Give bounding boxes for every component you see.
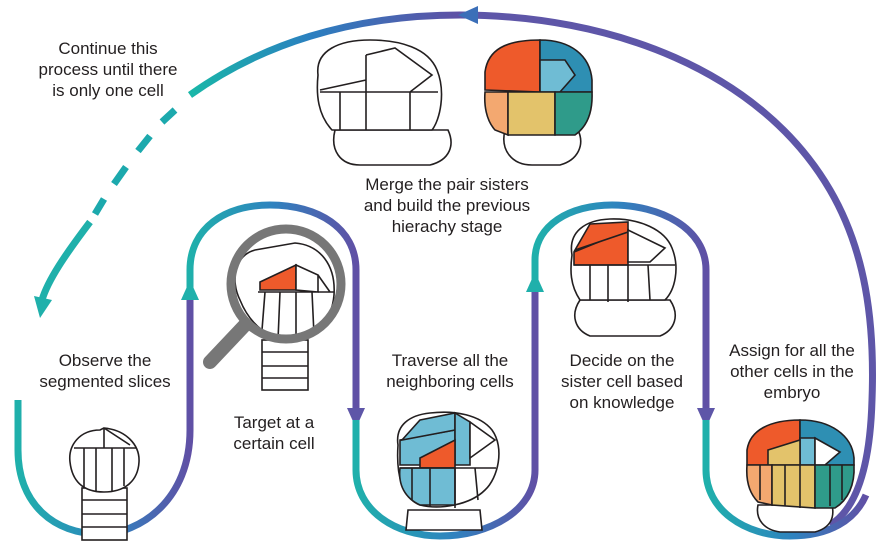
label-traverse: Traverse all the neighboring cells bbox=[370, 350, 530, 392]
label-line: process until there bbox=[38, 60, 178, 79]
embryo-traverse bbox=[396, 411, 500, 531]
label-line: Assign for all the bbox=[729, 341, 855, 360]
embryo-observe bbox=[69, 427, 140, 541]
label-line: Merge the pair sisters bbox=[365, 175, 529, 194]
arrowhead-icon bbox=[181, 280, 199, 300]
arrowhead-icon bbox=[458, 6, 478, 24]
label-line: and build the previous bbox=[363, 196, 531, 215]
inner-loop-arrows bbox=[14, 201, 870, 540]
arrowhead-icon bbox=[34, 296, 52, 318]
label-assign: Assign for all the other cells in the em… bbox=[712, 340, 872, 403]
embryo-merge-outline bbox=[316, 39, 452, 166]
label-line: sister cell based bbox=[561, 372, 683, 391]
label-line: Decide on the bbox=[569, 351, 675, 370]
label-line: hierachy stage bbox=[391, 217, 503, 236]
outer-loop-arrow bbox=[34, 6, 876, 528]
label-observe: Observe the segmented slices bbox=[20, 350, 190, 392]
label-line: Target at a bbox=[233, 413, 315, 432]
label-line: is only one cell bbox=[52, 81, 164, 100]
label-line: Traverse all the bbox=[391, 351, 509, 370]
label-line: on knowledge bbox=[569, 393, 675, 412]
arrowhead-icon bbox=[526, 272, 544, 292]
label-target: Target at a certain cell bbox=[214, 412, 334, 454]
arrowhead-icon bbox=[347, 408, 365, 428]
label-line: other cells in the bbox=[730, 362, 854, 381]
embryo-target bbox=[234, 242, 335, 391]
label-decide: Decide on the sister cell based on knowl… bbox=[542, 350, 702, 413]
label-line: embryo bbox=[763, 383, 821, 402]
label-line: certain cell bbox=[233, 434, 315, 453]
label-line: neighboring cells bbox=[386, 372, 514, 391]
arrowhead-icon bbox=[697, 408, 715, 428]
embryo-assign bbox=[745, 419, 855, 533]
label-line: Continue this bbox=[58, 39, 158, 58]
label-line: segmented slices bbox=[39, 372, 171, 391]
label-continue: Continue this process until there is onl… bbox=[18, 38, 198, 101]
embryo-decide bbox=[570, 218, 677, 337]
embryo-merge-colored bbox=[483, 39, 593, 166]
magnifier-icon bbox=[203, 224, 346, 369]
label-merge: Merge the pair sisters and build the pre… bbox=[342, 174, 552, 237]
label-line: Observe the bbox=[58, 351, 152, 370]
